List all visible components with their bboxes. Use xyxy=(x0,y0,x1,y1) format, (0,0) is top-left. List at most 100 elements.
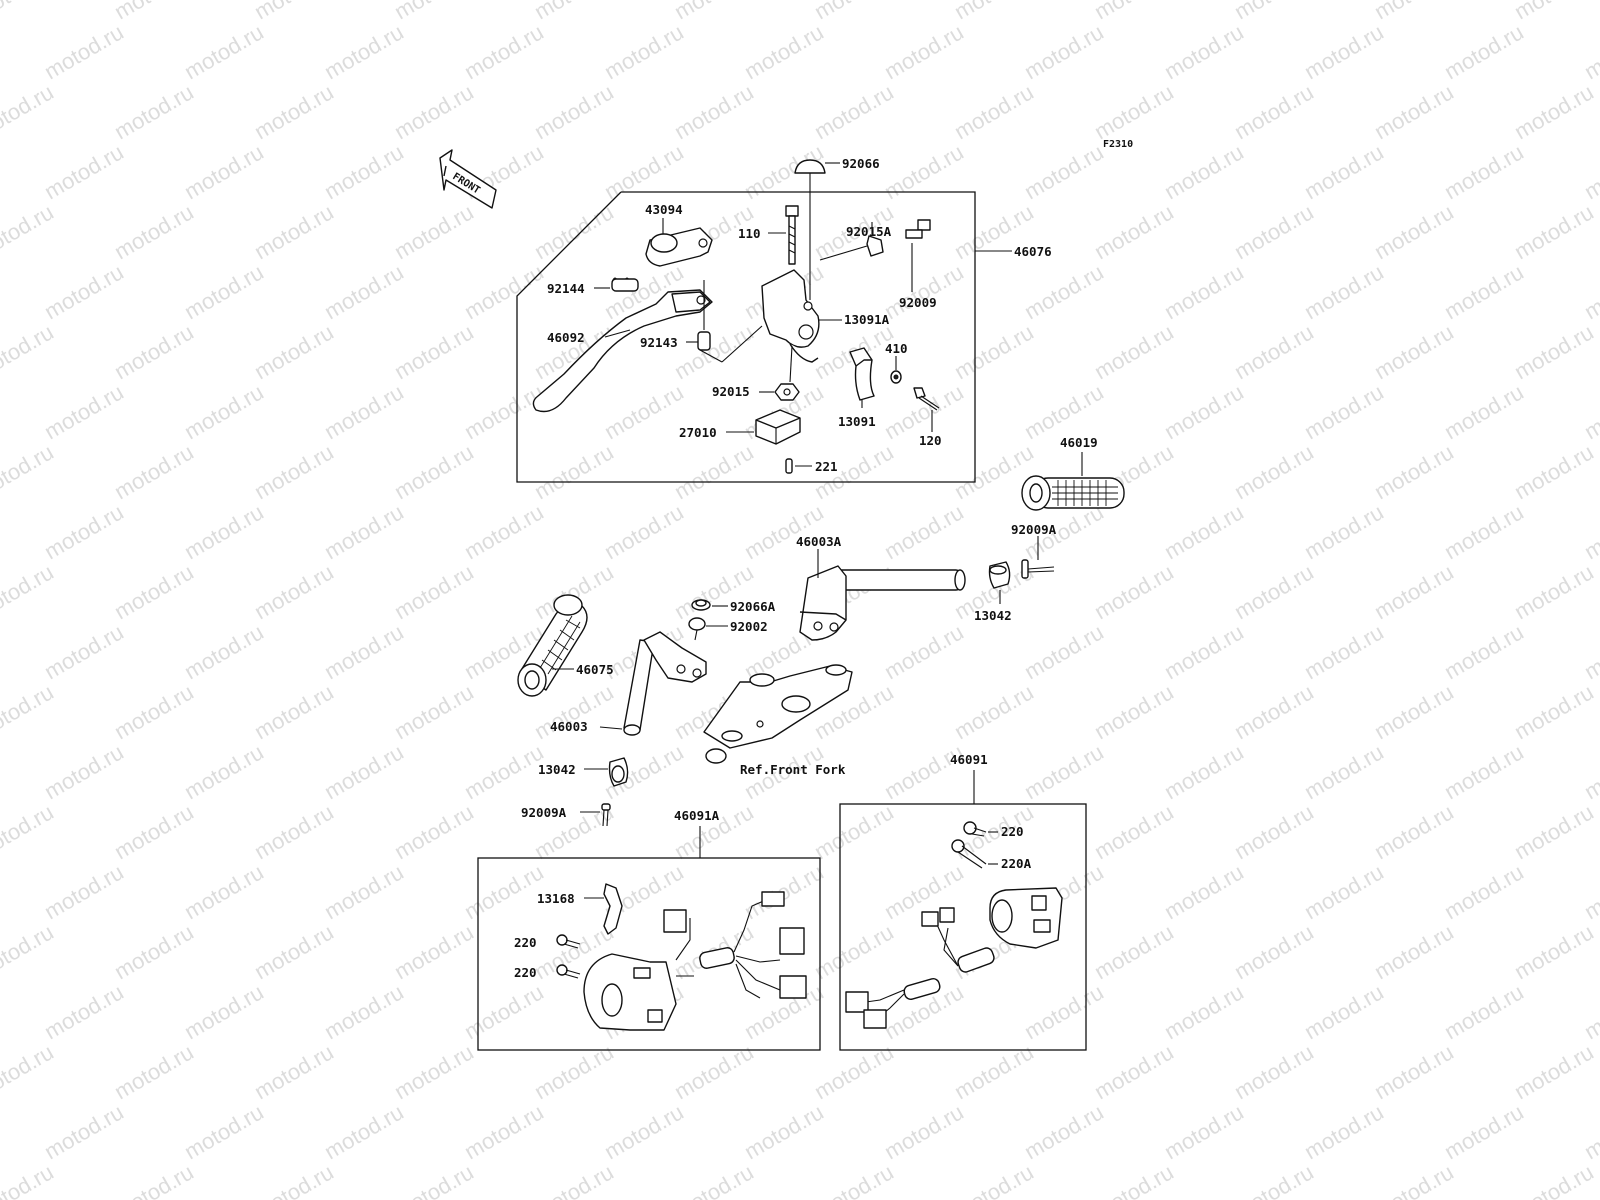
watermark-text: motod.ru xyxy=(1090,559,1178,624)
watermark-text: motod.ru xyxy=(250,919,338,984)
front-fork-bracket xyxy=(703,664,853,764)
watermark-text: motod.ru xyxy=(670,439,758,504)
bolt-92009a-left xyxy=(580,803,611,827)
watermark-text: motod.ru xyxy=(880,19,968,84)
watermark-text: motod.ru xyxy=(390,679,478,744)
watermark-text: motod.ru xyxy=(1020,1099,1108,1164)
watermark-text: motod.ru xyxy=(0,799,58,864)
label-92009a-left: 92009A xyxy=(521,805,567,820)
watermark-text: motod.ru xyxy=(0,199,58,264)
watermark-text: motod.ru xyxy=(880,139,968,204)
screw-92009 xyxy=(905,219,931,292)
watermark-text: motod.ru xyxy=(40,379,128,444)
watermark-text: motod.ru xyxy=(1300,499,1388,564)
watermark-text: motod.ru xyxy=(1230,1159,1318,1200)
watermark-text: motod.ru xyxy=(460,499,548,564)
watermark-text: motod.ru xyxy=(600,139,688,204)
watermark-text: motod.ru xyxy=(1300,259,1388,324)
watermark-text: motod.ru xyxy=(1160,139,1248,204)
watermark-text: motod.ru xyxy=(1160,859,1248,924)
watermark-text: motod.ru xyxy=(1300,139,1388,204)
watermark-text: motod.ru xyxy=(740,499,828,564)
watermark-text: motod.ru xyxy=(1020,619,1108,684)
label-46075: 46075 xyxy=(576,662,614,677)
watermark-text: motod.ru xyxy=(530,0,618,24)
watermark-text: motod.ru xyxy=(950,679,1038,744)
watermark-text: motod.ru xyxy=(810,919,898,984)
watermark-text: motod.ru xyxy=(670,559,758,624)
watermark-text: motod.ru xyxy=(1230,799,1318,864)
watermark-text: motod.ru xyxy=(1300,979,1388,1044)
watermark-text: motod.ru xyxy=(1580,139,1600,204)
watermark-text: motod.ru xyxy=(250,799,338,864)
watermark-text: motod.ru xyxy=(880,739,968,804)
watermark-text: motod.ru xyxy=(1160,739,1248,804)
watermark-text: motod.ru xyxy=(250,0,338,24)
watermark-text: motod.ru xyxy=(110,679,198,744)
grip-46075 xyxy=(517,594,588,697)
watermark-text: motod.ru xyxy=(1160,379,1248,444)
watermark-text: motod.ru xyxy=(1020,259,1108,324)
watermark-text: motod.ru xyxy=(180,259,268,324)
watermark-text: motod.ru xyxy=(180,19,268,84)
watermark-text: motod.ru xyxy=(390,319,478,384)
watermark-text: motod.ru xyxy=(110,439,198,504)
watermark-text: motod.ru xyxy=(1020,739,1108,804)
clamp-13091 xyxy=(849,347,875,408)
watermark-text: motod.ru xyxy=(1160,1099,1248,1164)
watermark-text: motod.ru xyxy=(180,979,268,1044)
label-46019: 46019 xyxy=(1060,435,1098,450)
watermark-text: motod.ru xyxy=(1020,19,1108,84)
watermark-text: motod.ru xyxy=(530,1039,618,1104)
watermark-text: motod.ru xyxy=(40,739,128,804)
watermark-text: motod.ru xyxy=(390,559,478,624)
label-220-left-1: 220 xyxy=(514,935,537,950)
watermark-text: motod.ru xyxy=(40,979,128,1044)
watermark-text: motod.ru xyxy=(0,559,58,624)
watermark-text: motod.ru xyxy=(0,919,58,984)
watermark-text: motod.ru xyxy=(670,1039,758,1104)
watermark-text: motod.ru xyxy=(0,1039,58,1104)
bolt-92002 xyxy=(688,617,728,641)
label-92002: 92002 xyxy=(730,619,768,634)
watermark-text: motod.ru xyxy=(110,199,198,264)
label-46091a: 46091A xyxy=(674,808,720,823)
label-43094: 43094 xyxy=(645,202,683,217)
watermark-text: motod.ru xyxy=(670,1159,758,1200)
watermark-text: motod.ru xyxy=(250,1159,338,1200)
watermark-text: motod.ru xyxy=(180,379,268,444)
watermark-text: motod.ru xyxy=(0,319,58,384)
watermark-text: motod.ru xyxy=(1020,979,1108,1044)
watermark-text: motod.ru xyxy=(0,79,58,144)
watermark-text: motod.ru xyxy=(600,1099,688,1164)
watermark-text: motod.ru xyxy=(320,259,408,324)
watermark-text: motod.ru xyxy=(600,499,688,564)
watermark-text: motod.ru xyxy=(390,439,478,504)
watermark-text: motod.ru xyxy=(1300,619,1388,684)
watermark-text: motod.ru xyxy=(390,199,478,264)
watermark-text: motod.ru xyxy=(320,1099,408,1164)
watermark-text: motod.ru xyxy=(1440,19,1528,84)
label-221: 221 xyxy=(815,459,838,474)
label-46091: 46091 xyxy=(950,752,988,767)
watermark-text: motod.ru xyxy=(0,679,58,744)
watermark-text: motod.ru xyxy=(1370,79,1458,144)
label-13168: 13168 xyxy=(537,891,575,906)
watermark-text: motod.ru xyxy=(1580,739,1600,804)
screw-220a xyxy=(951,839,998,869)
watermark-text: motod.ru xyxy=(40,499,128,564)
watermark-text: motod.ru xyxy=(810,79,898,144)
watermark-text: motod.ru xyxy=(40,139,128,204)
watermark-text: motod.ru xyxy=(320,139,408,204)
watermark-text: motod.ru xyxy=(320,499,408,564)
watermark-text: motod.ru xyxy=(110,919,198,984)
watermark-text: motod.ru xyxy=(670,0,758,24)
watermark-text: motod.ru xyxy=(880,259,968,324)
watermark-text: motod.ru xyxy=(180,619,268,684)
watermark-text: motod.ru xyxy=(950,1039,1038,1104)
watermark-text: motod.ru xyxy=(810,799,898,864)
watermark-text: motod.ru xyxy=(880,619,968,684)
watermark-text: motod.ru xyxy=(670,319,758,384)
watermark-text: motod.ru xyxy=(950,79,1038,144)
